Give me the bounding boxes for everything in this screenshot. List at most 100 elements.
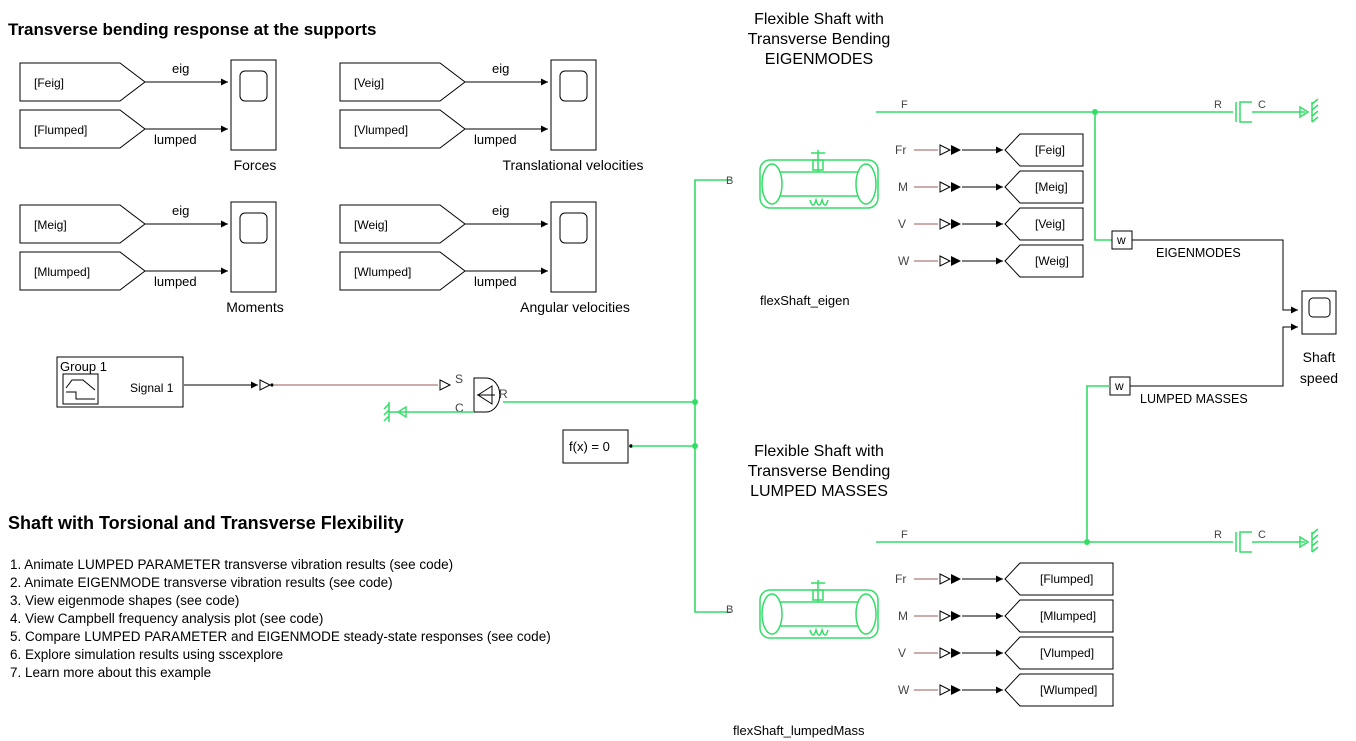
scope-label: Angular velocities	[520, 299, 630, 315]
ps-converter-icon	[939, 181, 952, 193]
shaft-speed-scope[interactable]: Shaft speed	[1300, 290, 1338, 386]
output-row: Fr[Feig]	[895, 133, 1084, 167]
eigen-title-line: Transverse Bending	[747, 31, 891, 48]
goto-tag: [Flumped]	[1040, 572, 1093, 586]
link-item[interactable]: 2. Animate EIGENMODE transverse vibratio…	[10, 574, 551, 592]
output-row: W[Wlumped]	[898, 673, 1114, 707]
scope-label: Forces	[234, 157, 277, 173]
link-item[interactable]: 6. Explore simulation results using ssce…	[10, 646, 551, 664]
from-tag: [Veig]	[354, 76, 384, 90]
output-row: M[Mlumped]	[898, 599, 1114, 633]
goto-block[interactable]: [Meig]	[1004, 170, 1084, 204]
ps-converter-icon	[939, 218, 952, 230]
goto-block[interactable]: [Feig]	[1004, 133, 1084, 167]
port-r-label: R	[1214, 99, 1222, 111]
link-text[interactable]: 1. Animate LUMPED PARAMETER transverse v…	[10, 557, 454, 572]
from-block[interactable]: [Veig]	[339, 62, 466, 102]
mechanical-reference-icon	[383, 402, 398, 422]
solver-label: f(x) = 0	[569, 439, 610, 454]
sensor-label: w	[1114, 379, 1124, 393]
output-row: V[Veig]	[898, 207, 1084, 241]
eigen-title-line: EIGENMODES	[764, 51, 874, 68]
link-item[interactable]: 5. Compare LUMPED PARAMETER and EIGENMOD…	[10, 628, 551, 646]
link-item[interactable]: 4. View Campbell frequency analysis plot…	[10, 610, 551, 628]
port-label: V	[898, 646, 906, 660]
link-text[interactable]: 6. Explore simulation results using ssce…	[10, 647, 284, 662]
lumped-title-line: Flexible Shaft with	[754, 443, 884, 460]
ps-converter-icon	[939, 255, 952, 267]
from-block[interactable]: [Flumped]	[19, 109, 146, 149]
link-text[interactable]: 7. Learn more about this example	[10, 665, 212, 680]
goto-tag: [Vlumped]	[1040, 646, 1094, 660]
from-block[interactable]: [Vlumped]	[339, 109, 466, 149]
flex-shaft-lumped-block[interactable]: B flexShaft_lumpedMass	[726, 580, 879, 738]
eigen-title: Flexible Shaft with Transverse Bending E…	[704, 10, 934, 70]
goto-tag: [Feig]	[1035, 143, 1065, 157]
port-f-label: F	[901, 99, 908, 111]
goto-block[interactable]: [Flumped]	[1004, 562, 1114, 596]
damper-icon	[1235, 98, 1319, 123]
signal-label: lumped	[154, 132, 197, 147]
from-block[interactable]: [Wlumped]	[339, 251, 466, 291]
from-tag: [Flumped]	[34, 123, 87, 137]
flex-shaft-eigen-block[interactable]: B flexShaft_eigen	[726, 150, 879, 308]
from-block[interactable]: [Weig]	[339, 204, 466, 244]
output-row: V [Vlumped]	[898, 636, 1114, 670]
link-item[interactable]: 3. View eigenmode shapes (see code)	[10, 592, 551, 610]
signal-builder-block[interactable]: Group 1 Signal 1	[56, 356, 184, 408]
lumped-speed-sensor[interactable]: w	[1109, 376, 1131, 396]
port-c-label: C	[1258, 529, 1266, 541]
damper-icon	[1235, 528, 1319, 553]
sensor-label: w	[1116, 233, 1126, 247]
scope-block[interactable]	[550, 59, 597, 151]
supports-heading: Transverse bending response at the suppo…	[8, 20, 377, 39]
link-item[interactable]: 1. Animate LUMPED PARAMETER transverse v…	[10, 556, 551, 574]
goto-block[interactable]: [Wlumped]	[1004, 673, 1114, 707]
eigen-title-line: Flexible Shaft with	[754, 11, 884, 28]
ps-converter-icon	[939, 684, 952, 696]
goto-block[interactable]: [Weig]	[1004, 244, 1084, 278]
signal-label: lumped	[474, 274, 517, 289]
speed-label: speed	[1300, 370, 1338, 386]
ps-converter-icon	[939, 610, 952, 622]
from-block[interactable]: [Mlumped]	[19, 251, 146, 291]
goto-tag: [Weig]	[1035, 254, 1069, 268]
block-name: flexShaft_eigen	[760, 293, 850, 308]
from-block[interactable]: [Meig]	[19, 204, 146, 244]
link-item[interactable]: 7. Learn more about this example	[10, 664, 551, 682]
link-text[interactable]: 4. View Campbell frequency analysis plot…	[10, 611, 324, 626]
from-tag: [Wlumped]	[354, 265, 411, 279]
from-tag: [Meig]	[34, 218, 67, 232]
ideal-velocity-source[interactable]: S C R	[455, 372, 508, 415]
port-c-label: C	[455, 401, 464, 415]
goto-block[interactable]: [Veig]	[1004, 207, 1084, 241]
block-name: flexShaft_lumpedMass	[733, 723, 865, 738]
eigen-speed-sensor[interactable]: w	[1111, 230, 1133, 250]
goto-block[interactable]: [Mlumped]	[1004, 599, 1114, 633]
scope-block[interactable]	[230, 59, 277, 151]
from-tag: [Mlumped]	[34, 265, 90, 279]
solver-configuration-block[interactable]: f(x) = 0	[562, 429, 633, 464]
scope-block[interactable]	[550, 201, 597, 293]
signal-label: Signal 1	[130, 381, 174, 395]
link-text[interactable]: 3. View eigenmode shapes (see code)	[10, 593, 240, 608]
link-text[interactable]: 5. Compare LUMPED PARAMETER and EIGENMOD…	[10, 629, 551, 644]
port-label: M	[898, 180, 908, 194]
goto-block[interactable]: [Vlumped]	[1004, 636, 1114, 670]
scope-block[interactable]	[230, 201, 277, 293]
eigenmodes-signal-label: EIGENMODES	[1156, 246, 1241, 260]
port-label: W	[898, 254, 910, 268]
link-text[interactable]: 2. Animate EIGENMODE transverse vibratio…	[10, 575, 393, 590]
signal-label: eig	[492, 203, 509, 218]
from-block[interactable]: [Feig]	[19, 62, 146, 102]
signal-label: eig	[492, 61, 509, 76]
signal-label: eig	[172, 61, 189, 76]
output-row: Fr[Flumped]	[895, 562, 1114, 596]
signal-label: eig	[172, 203, 189, 218]
port-r-label: R	[499, 387, 508, 401]
port-r-label: R	[1214, 529, 1222, 541]
output-row: W [Weig]	[898, 244, 1084, 278]
